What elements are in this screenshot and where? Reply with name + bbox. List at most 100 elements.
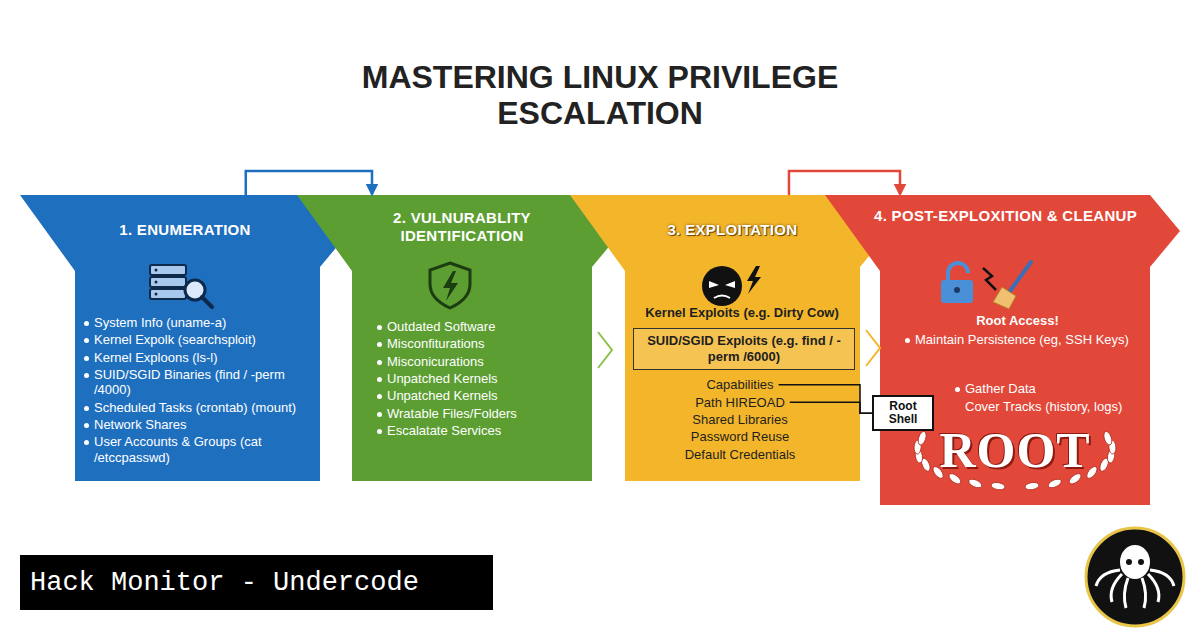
text-group: 4. POST-EXPLOXITION & CLEANUP bbox=[863, 207, 1148, 225]
decoration bbox=[1150, 570, 1174, 586]
phase-heading: 1. ENUMERATION bbox=[60, 221, 310, 239]
phase-heading: 3. EXPLOITATION bbox=[610, 221, 855, 239]
result-heading: Root Access! bbox=[885, 313, 1150, 328]
decoration bbox=[150, 277, 186, 287]
decoration bbox=[155, 281, 158, 284]
decoration bbox=[150, 265, 186, 275]
phase-heading: 2. VULNURABLITY IDENTIFICATION bbox=[342, 209, 582, 245]
lock-broom-icon bbox=[941, 262, 1031, 309]
decoration bbox=[702, 266, 742, 306]
flow-connector bbox=[246, 171, 372, 195]
decoration bbox=[1142, 578, 1146, 608]
laurel-leaf bbox=[947, 472, 962, 486]
laurel-leaf bbox=[1047, 477, 1063, 489]
check-item: Outdated Software bbox=[375, 319, 580, 334]
decoration bbox=[983, 268, 996, 290]
phase-heading: 4. POST-EXPLOXITION & CLEANUP bbox=[863, 207, 1148, 225]
laurel-leaf bbox=[1067, 472, 1082, 486]
arrow-fill bbox=[297, 195, 622, 481]
decoration bbox=[155, 293, 158, 296]
decoration bbox=[1126, 559, 1132, 565]
decoration bbox=[941, 280, 973, 303]
text-group: Gather Data bbox=[953, 381, 1138, 398]
text-group: Maintain Persistence (eg, SSH Keys) bbox=[903, 332, 1143, 349]
exploitation-arrow: 3. EXPLOITATION Kernel Exploits (e.g. Dir… bbox=[570, 195, 892, 481]
laurel-leaf bbox=[1098, 457, 1110, 473]
arrow-fill bbox=[570, 195, 890, 481]
text-group: Outdated SoftwareMisconfiturationsMiscon… bbox=[375, 319, 580, 440]
post-exploitation-arrow: 4. POST-EXPLOXITION & CLEANUP Root Access… bbox=[825, 195, 1182, 505]
decoration bbox=[150, 289, 186, 299]
decoration bbox=[1120, 545, 1150, 579]
check-item: User Accounts & Groups (cat /etccpasswd) bbox=[82, 434, 316, 465]
enumeration-arrow: 1. ENUMERATION System Info (uname-a) Kerne… bbox=[20, 195, 352, 481]
laurel-leaf bbox=[1106, 449, 1115, 464]
check-item: System Info (uname-a) bbox=[82, 315, 316, 330]
laurel-leaf bbox=[1024, 481, 1039, 490]
technique-item: Path HIREOAD bbox=[630, 395, 850, 410]
diagram-title: MASTERING LINUX PRIVILEGE ESCALATION bbox=[330, 60, 870, 132]
decoration bbox=[779, 385, 872, 413]
decoration bbox=[993, 287, 1016, 309]
text-group: 1. ENUMERATION bbox=[60, 221, 310, 239]
decoration bbox=[1148, 574, 1159, 602]
technique-item: Password Reuse bbox=[630, 429, 850, 444]
text-group: System Info (uname-a) Kernel Expolk (sear… bbox=[82, 315, 316, 467]
hacker-mask-icon bbox=[702, 266, 761, 306]
flow-chevron bbox=[598, 332, 612, 368]
laurel-leaf bbox=[967, 477, 983, 489]
check-item: Misconfiturations bbox=[375, 336, 580, 351]
check-item: Unpatched Kernels bbox=[375, 388, 580, 403]
decoration bbox=[155, 269, 158, 272]
technique-item: SUID/SGID Exploits (e.g. find / -perm /6… bbox=[640, 333, 848, 364]
decoration bbox=[747, 266, 761, 294]
leader-line bbox=[779, 385, 872, 413]
check-item: Scheduled Tasks (crontab) (mount) bbox=[82, 400, 316, 415]
flow-chevron bbox=[866, 330, 880, 366]
check-item: Escalatate Services bbox=[375, 423, 580, 438]
check-item: Unpatched Kernels bbox=[375, 371, 580, 386]
decoration bbox=[430, 263, 470, 308]
decoration bbox=[1138, 559, 1144, 565]
arrow-fill bbox=[20, 195, 350, 481]
decoration bbox=[1086, 528, 1184, 626]
technique-item: Capabilities bbox=[630, 377, 850, 392]
decoration bbox=[246, 171, 900, 195]
decoration bbox=[185, 280, 205, 300]
laurel-leaf bbox=[917, 430, 928, 445]
decoration bbox=[1010, 262, 1031, 291]
check-item: Kernel Expolk (searchsploit) bbox=[82, 332, 316, 347]
decoration bbox=[709, 281, 719, 288]
check-item: Wratable Files/Folders bbox=[375, 406, 580, 421]
server-search-icon bbox=[150, 265, 212, 307]
leader-line bbox=[790, 402, 872, 413]
technique-item: Default Credentials bbox=[630, 447, 850, 462]
check-item: SUID/SGID Binaries (find / -perm /4000) bbox=[82, 367, 316, 398]
laurel-wreath bbox=[914, 430, 1117, 490]
undercode-logo bbox=[1086, 528, 1184, 626]
laurel-leaf bbox=[914, 440, 922, 454]
arrow-fill bbox=[825, 195, 1180, 505]
decoration bbox=[1124, 578, 1128, 608]
decoration bbox=[443, 271, 458, 301]
check-item: Network Shares bbox=[82, 417, 316, 432]
task-item: Cover Tracks (history, logs) bbox=[965, 399, 1140, 414]
text-group: 3. EXPLOITATION bbox=[610, 221, 855, 239]
result-label: Root Shell bbox=[880, 400, 926, 426]
text-group: CapabilitiesPath HIREOADShared Libraries… bbox=[630, 377, 850, 464]
check-item: Misconicurations bbox=[375, 354, 580, 369]
highlight-box: SUID/SGID Exploits (e.g. find / -perm /6… bbox=[633, 328, 855, 369]
decoration bbox=[202, 297, 212, 307]
laurel-leaf bbox=[1085, 465, 1099, 480]
watermark: Hack Monitor - Undercode bbox=[20, 555, 493, 610]
flow-connector bbox=[789, 171, 900, 195]
technique-item: Kernel Exploits (e.g. Dirty Cow) bbox=[628, 305, 856, 320]
shield-icon bbox=[430, 263, 470, 308]
task-item: Maintain Persistence (eg, SSH Keys) bbox=[903, 332, 1143, 347]
text-group: 2. VULNURABLITY IDENTIFICATION bbox=[342, 209, 582, 245]
decoration bbox=[1111, 574, 1122, 602]
decoration bbox=[725, 281, 735, 288]
text-group: ROOT bbox=[880, 425, 1150, 475]
root-badge-text: ROOT bbox=[939, 425, 1090, 475]
